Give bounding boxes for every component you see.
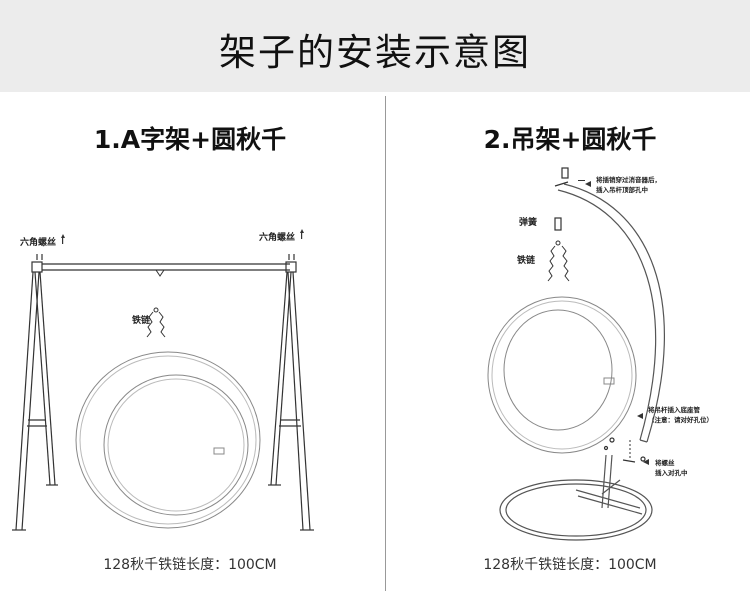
right-panel-title: 2.吊架+圆秋千 [483, 125, 657, 154]
chain-label-left: 铁链 [132, 316, 151, 326]
hex-screw-label-left: 六角螺丝 [20, 238, 57, 248]
hex-screw-label-right: 六角螺丝 [259, 233, 296, 243]
left-panel-title: 1.A字架+圆秋千 [93, 125, 287, 154]
header-bar: 架子的安装示意图 [0, 0, 750, 92]
spring [554, 217, 562, 231]
note-mid-line-2: （注意：请对好孔位） [648, 416, 713, 424]
right-a-frame-leg [268, 254, 314, 531]
right-caption: 128秋千铁链长度：100CM [483, 557, 657, 573]
curved-hanging-pole [557, 183, 665, 443]
center-divider [385, 96, 386, 591]
page-title: 架子的安装示意图 [219, 31, 531, 74]
left-round-swing [75, 351, 261, 529]
top-beam [42, 263, 290, 277]
a-frame-diagram [12, 229, 314, 531]
note-mid-line-1: 将吊杆插入底座管 [648, 406, 700, 414]
spring-label: 弹簧 [519, 218, 538, 228]
base-pole [601, 440, 631, 509]
right-round-swing [487, 296, 637, 454]
right-chain [547, 240, 570, 282]
top-pin [554, 167, 569, 187]
left-caption: 128秋千铁链长度：100CM [103, 557, 277, 573]
note-bottom-line-2: 插入对孔中 [655, 469, 688, 477]
base-screws [603, 437, 646, 463]
left-chain [146, 307, 166, 338]
hex-screw-arrows [61, 229, 304, 244]
round-base [499, 479, 653, 541]
note-bottom-line-1: 将螺丝 [655, 459, 675, 467]
note-top-line-2: 插入吊杆顶部孔中 [596, 186, 648, 194]
note-arrows [578, 180, 649, 465]
note-top-line-1: 将插销穿过消音器后， [596, 176, 661, 184]
left-a-frame-leg [12, 254, 58, 531]
chain-label-right: 铁链 [517, 256, 536, 266]
